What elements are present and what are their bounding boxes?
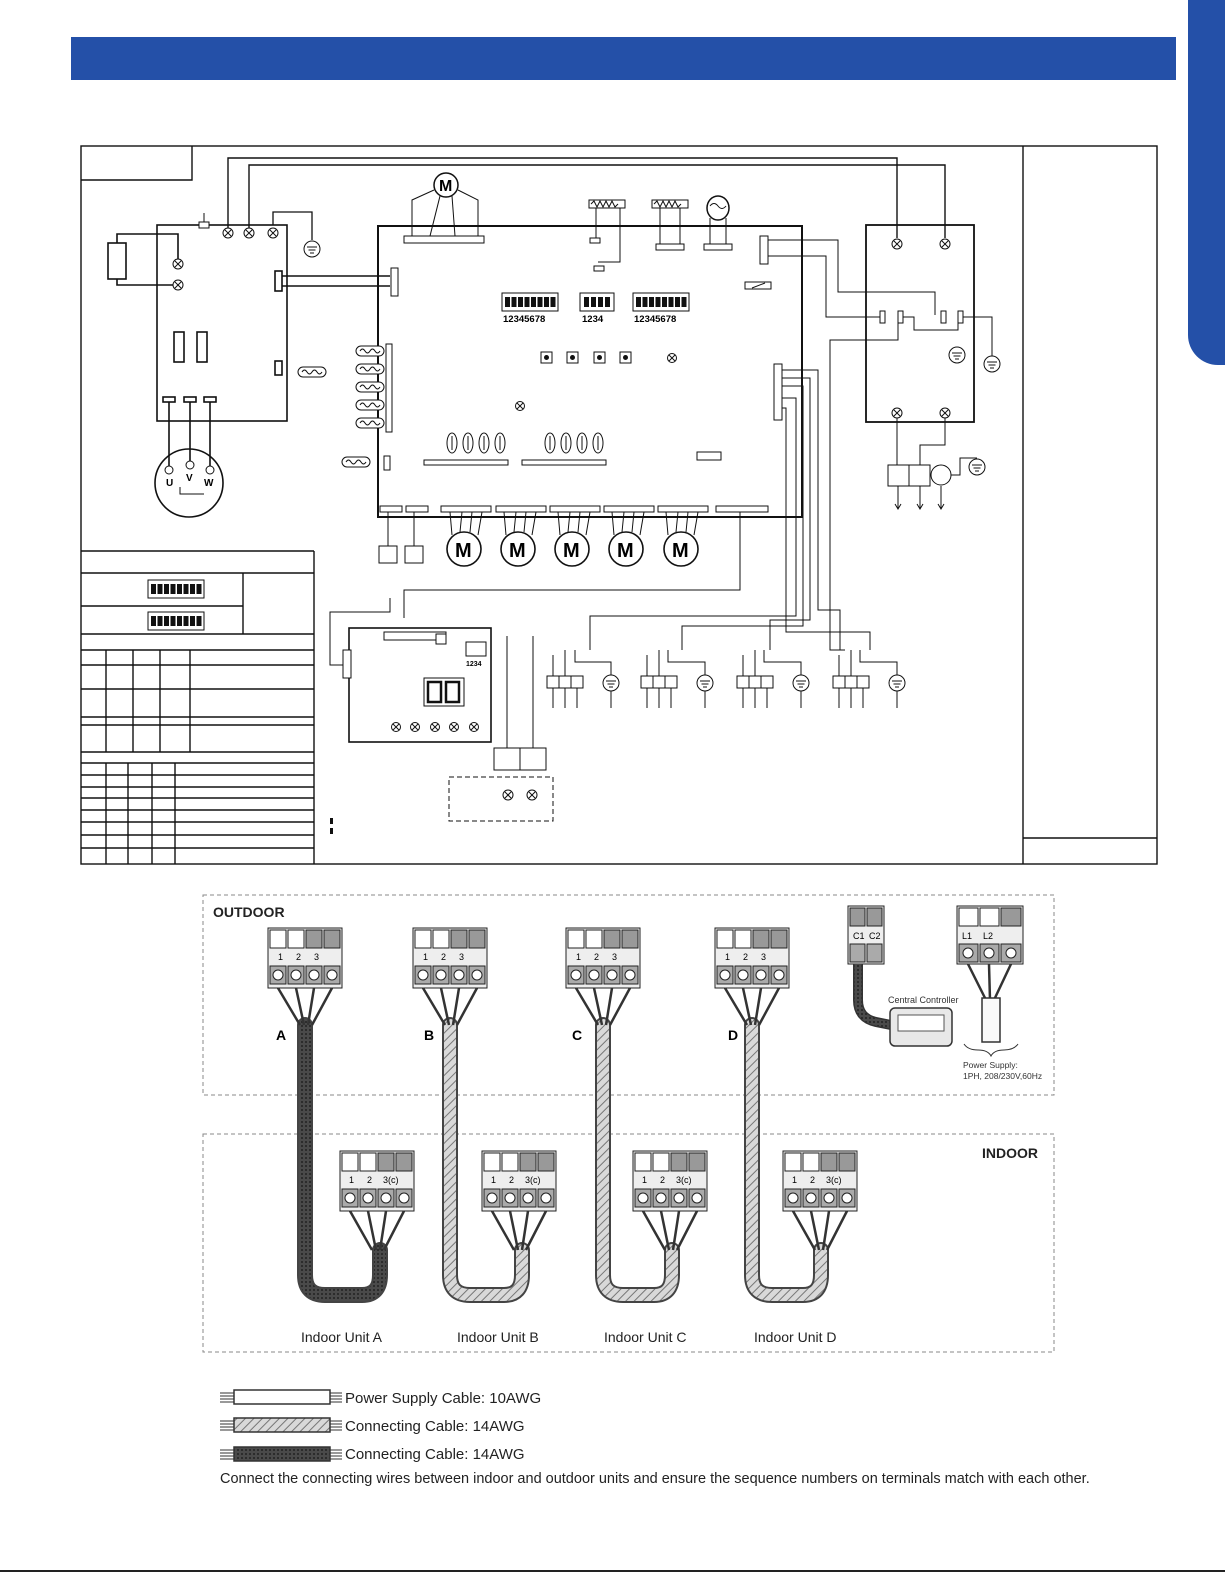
in-b-t1: 1 <box>491 1175 496 1185</box>
central-controller-label: Central Controller <box>888 995 959 1005</box>
in-a-t2: 2 <box>367 1175 372 1185</box>
out-a-t1: 1 <box>278 952 283 962</box>
legend-power-text: Power Supply Cable: 10AWG <box>345 1389 542 1407</box>
indoor-unit-d-label: Indoor Unit D <box>754 1329 836 1345</box>
power-terminal-l1: L1 <box>962 931 972 941</box>
side-tab <box>1188 0 1225 365</box>
indoor-label: INDOOR <box>982 1145 1038 1161</box>
power-terminal-box <box>865 224 975 423</box>
outdoor-terminal-a: A 1 2 3 <box>267 927 343 1043</box>
outdoor-terminal-c: C 1 2 3 <box>565 927 641 1043</box>
power-supply-terminal: L1 L2 Power Supply: 1PH, 208/230V,60Hz <box>956 905 1042 1081</box>
motor-symbol: M <box>439 178 452 195</box>
header-bar <box>71 37 1176 80</box>
outdoor-terminal-b: B 1 2 3 <box>412 927 488 1043</box>
out-d-t1: 1 <box>725 952 730 962</box>
indoor-terminals-schematic <box>546 650 906 708</box>
dip-switches: 12345678 1234 12345678 <box>501 292 690 325</box>
outdoor-zone <box>202 894 1055 1096</box>
motor-5: M <box>672 540 689 562</box>
out-a-t2: 2 <box>296 952 301 962</box>
unit-letter-c: C <box>572 1027 582 1043</box>
indoor-zone <box>202 1133 1055 1353</box>
out-d-t2: 2 <box>743 952 748 962</box>
bottom-rule <box>0 1570 1225 1572</box>
out-b-t3: 3 <box>459 952 464 962</box>
indoor-unit-b-label: Indoor Unit B <box>457 1329 539 1345</box>
wiring-note: Connect the connecting wires between ind… <box>220 1471 1090 1487</box>
terminal-w: W <box>204 478 214 489</box>
indoor-terminal-c: 1 2 3(c) <box>632 1150 708 1251</box>
terminal-v: V <box>186 473 193 484</box>
legend-swatches <box>220 1389 342 1462</box>
display-board: 1234 <box>342 627 492 743</box>
indoor-unit-a-label: Indoor Unit A <box>301 1329 383 1345</box>
in-b-t3: 3(c) <box>525 1175 541 1185</box>
indoor-terminal-a: 1 2 3(c) <box>339 1150 415 1251</box>
legend-dark-cable: Connecting Cable: 14AWG <box>345 1442 525 1466</box>
out-a-t3: 3 <box>314 952 319 962</box>
outdoor-terminal-d: D 1 2 3 <box>714 927 790 1043</box>
in-d-t3: 3(c) <box>826 1175 842 1185</box>
in-c-t3: 3(c) <box>676 1175 692 1185</box>
dip-label-1: 12345678 <box>503 314 545 325</box>
sub-dip-label: 1234 <box>466 661 482 668</box>
indoor-terminal-d: 1 2 3(c) <box>782 1150 858 1251</box>
cc-terminal-c1: C1 <box>853 931 865 941</box>
schematic-frame <box>80 145 1158 865</box>
motor-3: M <box>563 540 580 562</box>
in-a-t3: 3(c) <box>383 1175 399 1185</box>
power-terminal-l2: L2 <box>983 931 993 941</box>
sensor-group <box>423 432 607 466</box>
motor-1: M <box>455 540 472 562</box>
in-d-t1: 1 <box>792 1175 797 1185</box>
legend-striped-cable: Connecting Cable: 14AWG <box>345 1414 525 1438</box>
cc-terminal-c2: C2 <box>869 931 881 941</box>
legend-dark-text: Connecting Cable: 14AWG <box>345 1445 525 1463</box>
motor-2: M <box>509 540 526 562</box>
indoor-terminal-b: 1 2 3(c) <box>481 1150 557 1251</box>
central-controller-terminal: C1 C2 Central Controller <box>847 905 959 1047</box>
connecting-cables <box>297 1017 829 1303</box>
out-b-t2: 2 <box>441 952 446 962</box>
power-supply-spec: 1PH, 208/230V,60Hz <box>963 1071 1042 1081</box>
out-b-t1: 1 <box>423 952 428 962</box>
out-c-t3: 3 <box>612 952 617 962</box>
outdoor-label: OUTDOOR <box>213 904 285 920</box>
in-c-t2: 2 <box>660 1175 665 1185</box>
unit-letter-a: A <box>276 1027 286 1043</box>
main-control-board <box>377 225 803 518</box>
in-d-t2: 2 <box>810 1175 815 1185</box>
dip-label-2: 1234 <box>582 314 604 325</box>
sensors-left <box>341 343 393 471</box>
driver-module <box>107 224 390 518</box>
power-supply-label: Power Supply: <box>963 1060 1018 1070</box>
fan-motor: M <box>403 172 485 244</box>
out-c-t1: 1 <box>576 952 581 962</box>
terminal-u: U <box>166 478 173 489</box>
in-a-t1: 1 <box>349 1175 354 1185</box>
out-d-t3: 3 <box>761 952 766 962</box>
in-c-t1: 1 <box>642 1175 647 1185</box>
valve-motors: M M M M M <box>378 505 769 567</box>
unit-letter-b: B <box>424 1027 434 1043</box>
legend-striped-text: Connecting Cable: 14AWG <box>345 1417 525 1435</box>
unit-letter-d: D <box>728 1027 738 1043</box>
motor-4: M <box>617 540 634 562</box>
indoor-unit-c-label: Indoor Unit C <box>604 1329 686 1345</box>
out-c-t2: 2 <box>594 952 599 962</box>
in-b-t2: 2 <box>509 1175 514 1185</box>
legend-power-cable: Power Supply Cable: 10AWG <box>345 1386 541 1410</box>
dip-label-3: 12345678 <box>634 314 676 325</box>
